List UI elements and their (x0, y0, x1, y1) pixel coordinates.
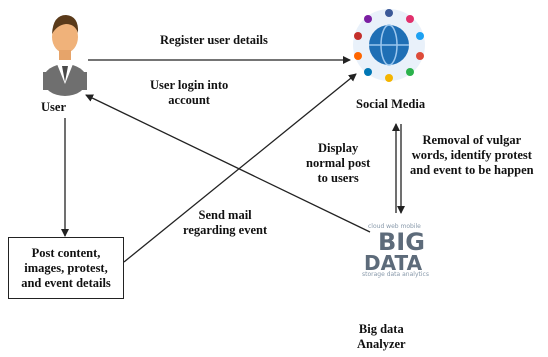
svg-text:storage data analytics: storage data analytics (362, 271, 429, 278)
big-data-logo-text-bottom: DATA (364, 251, 423, 275)
big-data-logo-text-top: BIG (378, 228, 425, 256)
user-icon (43, 15, 87, 96)
edge-register-label: Register user details (160, 33, 268, 47)
edge-send-mail (123, 73, 357, 263)
social-media-icon (353, 9, 425, 82)
post-content-box: Post content, images, protest, and event… (8, 237, 124, 299)
svg-text:cloud web mobile: cloud web mobile (368, 223, 421, 230)
big-data-label: Big data Analyzer (357, 322, 406, 351)
edge-display-label: Display normal post to users (306, 141, 371, 185)
edge-login-label: User login into account (150, 78, 229, 107)
post-content-label: Post content, images, protest, and event… (21, 245, 111, 290)
edge-removal-label: Removal of vulgar words, identify protes… (410, 133, 534, 177)
user-label: User (41, 100, 66, 114)
edge-send-mail-label: Send mail regarding event (183, 208, 268, 237)
big-data-logo: cloud web mobile storage data analytics … (358, 214, 430, 282)
edge-login (85, 94, 371, 233)
social-media-label: Social Media (356, 97, 426, 112)
